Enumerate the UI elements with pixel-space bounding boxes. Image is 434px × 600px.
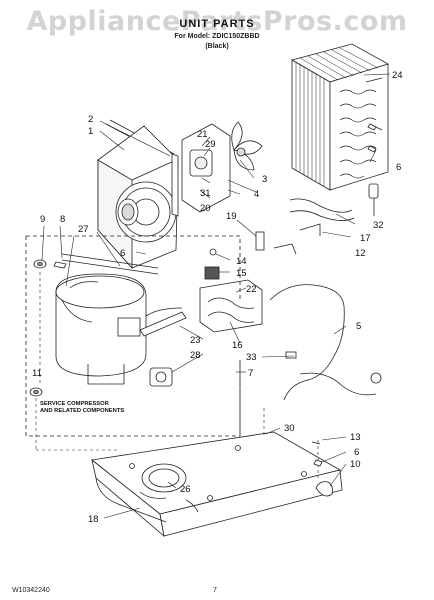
callout-21: 21	[197, 129, 208, 140]
fan-motor-assembly	[181, 121, 263, 213]
document-number: W10342240	[12, 587, 50, 594]
part-2-drawing	[171, 153, 179, 217]
wire-harness	[269, 284, 382, 401]
callout-22: 22	[246, 284, 257, 295]
service-note-line2: AND RELATED COMPONENTS	[40, 408, 124, 414]
callout-27: 27	[78, 224, 89, 235]
callout-labels: 2 1 21 29 3 4 31 20 24 6 32 19 17 12 9 8…	[32, 70, 403, 525]
callout-31: 31	[200, 188, 211, 199]
callout-14: 14	[236, 256, 247, 267]
callout-20: 20	[200, 203, 211, 214]
fan-shroud	[97, 119, 179, 270]
callout-10: 10	[350, 459, 361, 470]
page-number: 7	[213, 587, 217, 594]
screw-pair-right	[367, 123, 377, 153]
feet-right	[311, 441, 333, 497]
grommets-left	[29, 259, 67, 397]
callout-6-top: 6	[396, 162, 401, 173]
condenser-coil	[290, 43, 390, 191]
callout-24: 24	[392, 70, 403, 81]
callout-2: 2	[88, 114, 93, 125]
callout-33: 33	[246, 352, 257, 363]
callout-32: 32	[373, 220, 384, 231]
small-parts-middle	[255, 198, 355, 255]
callout-15: 15	[236, 268, 247, 279]
callout-30: 30	[284, 423, 295, 434]
model-line: For Model: ZDIC150ZBBD	[174, 33, 260, 40]
callout-6-mid: 6	[120, 248, 125, 259]
callout-16: 16	[232, 340, 243, 351]
watermark-text: AppliancePartsPros.com	[26, 6, 408, 37]
callout-1: 1	[88, 126, 93, 137]
diagram-title: UNIT PARTS	[179, 18, 255, 30]
callout-26: 26	[180, 484, 191, 495]
callout-6-bottom: 6	[354, 447, 359, 458]
callout-8: 8	[60, 214, 65, 225]
color-line: (Black)	[205, 43, 229, 50]
control-parts	[199, 248, 263, 333]
callout-19: 19	[226, 211, 237, 222]
line-art	[25, 43, 391, 538]
part-28-drawing	[149, 367, 173, 387]
alignment-lines	[35, 272, 319, 478]
part-32-drawing	[368, 183, 379, 216]
service-compressor-box	[25, 235, 241, 437]
callout-3: 3	[262, 174, 267, 185]
callout-5: 5	[356, 321, 361, 332]
callout-13: 13	[350, 432, 361, 443]
callout-17: 17	[360, 233, 371, 244]
callout-23: 23	[190, 335, 201, 346]
part-23-drawing	[139, 311, 187, 337]
callout-29: 29	[205, 139, 216, 150]
callout-12: 12	[355, 248, 366, 259]
callout-9: 9	[40, 214, 45, 225]
base-pan	[91, 431, 343, 538]
callout-4: 4	[254, 189, 259, 200]
callout-28: 28	[190, 350, 201, 361]
compressor	[55, 253, 183, 385]
leader-lines	[41, 73, 391, 519]
callout-11: 11	[32, 368, 42, 379]
service-note-line1: SERVICE COMPRESSOR	[40, 401, 110, 407]
callout-7: 7	[248, 368, 253, 379]
callout-18: 18	[88, 514, 99, 525]
